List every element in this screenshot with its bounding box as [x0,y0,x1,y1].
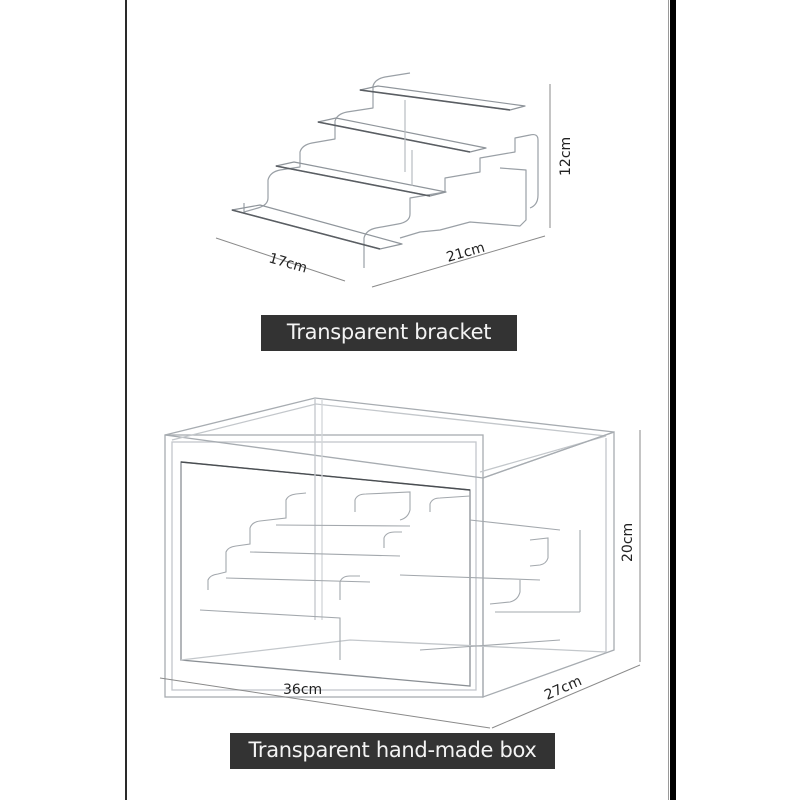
box-width-label: 36cm [283,682,322,698]
right-border-shadow [668,0,669,800]
bracket-right-profile [363,133,539,268]
box-width-line [159,677,491,729]
bracket-back-panel [399,167,527,239]
box-depth-label: 27cm [542,673,584,704]
bracket-shelves [231,85,526,250]
box-height-label: 20cm [620,523,636,562]
bracket-depth-line [215,237,346,282]
box-dimension-lines [159,430,641,729]
bracket-depth-label: 17cm [267,250,309,276]
transparent-box-drawing [164,397,615,698]
bracket-dimension-lines [215,84,551,288]
bracket-caption: Transparent bracket [261,315,517,351]
box-depth-line [491,664,641,729]
bracket-width-line [371,235,546,288]
bracket-width-label: 21cm [445,240,487,266]
box-inner-brackets [199,491,581,660]
box-top-face [164,397,615,479]
transparent-bracket-drawing [231,72,539,268]
box-caption: Transparent hand-made box [230,733,555,769]
box-right-face [482,431,615,698]
bracket-height-label: 12cm [558,137,574,176]
right-border-line [670,0,676,800]
bracket-left-profile [243,72,411,213]
left-border-line [125,0,127,800]
box-front-face [164,434,484,698]
